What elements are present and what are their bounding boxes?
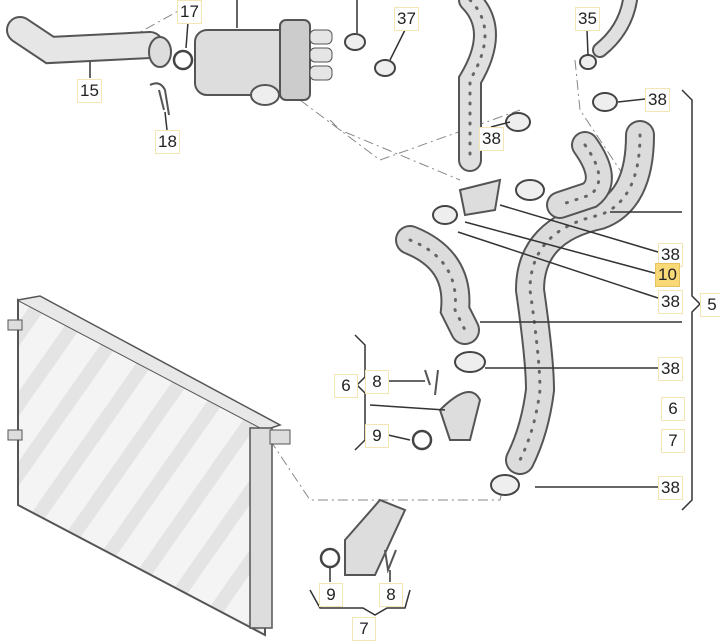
hose-10 [395,225,480,345]
clip-18 [149,82,170,116]
callout-5[interactable]: 5 [700,293,720,317]
callout-38[interactable]: 38 [658,476,683,500]
callout-37[interactable]: 37 [394,7,419,31]
callout-38[interactable]: 38 [658,357,683,381]
callout-9[interactable]: 9 [365,424,389,448]
callout-8[interactable]: 8 [379,583,403,607]
callout-9[interactable]: 9 [319,583,343,607]
hose-clamps [344,33,618,496]
radiator [7,295,291,637]
callout-38[interactable]: 38 [658,290,683,314]
callout-7[interactable]: 7 [661,429,685,453]
callout-18[interactable]: 18 [155,130,180,154]
hose-branch [546,131,613,219]
hose-35 [592,0,638,58]
o-ring-9-lower [319,547,341,569]
hoses [395,0,655,475]
callout-8[interactable]: 8 [365,370,389,394]
callout-10-highlighted[interactable]: 10 [655,263,680,287]
flange-7 [344,498,407,576]
callout-15[interactable]: 15 [77,79,102,103]
callout-6[interactable]: 6 [334,374,358,398]
elbow-6 [438,391,482,441]
thermostat-housing [194,19,333,106]
callout-35[interactable]: 35 [575,7,600,31]
callout-38[interactable]: 38 [479,127,504,151]
o-ring-17 [172,49,194,71]
callout-7[interactable]: 7 [352,617,376,641]
hose-long [505,120,655,475]
clip-8 [424,369,439,396]
o-ring-9 [411,429,433,451]
callout-17[interactable]: 17 [177,0,202,24]
connector-pipe [458,178,502,217]
clip-8-lower [384,549,397,574]
coolant-pipe-15 [6,16,172,68]
callout-38[interactable]: 38 [645,88,670,112]
hose-upper [458,0,497,172]
callout-6[interactable]: 6 [661,397,685,421]
